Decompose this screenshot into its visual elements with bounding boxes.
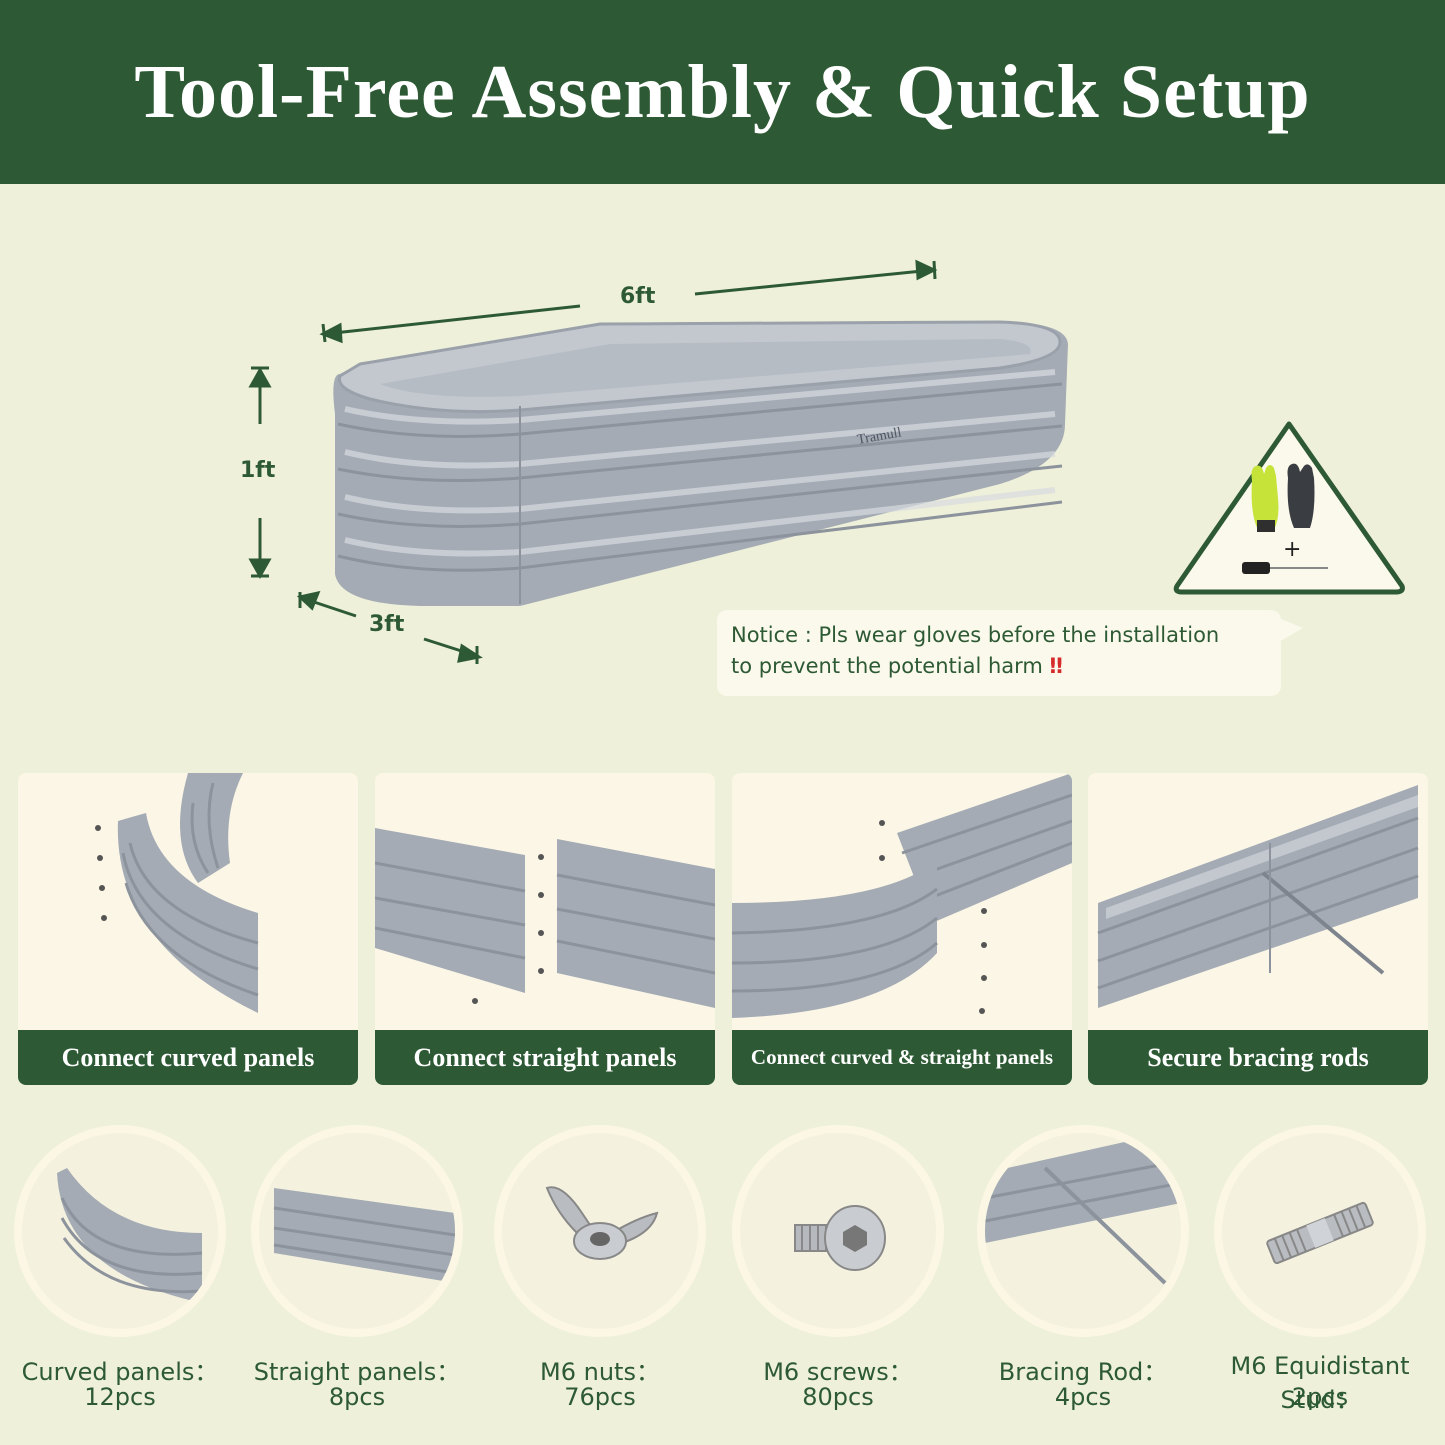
step-label: Connect curved panels [18,1030,358,1085]
step-connect-curved-straight: Connect curved & straight panels [732,773,1072,1085]
part-m6-equidistant-stud: M6 Equidistant Stud： 2pcs [1200,1125,1440,1425]
part-m6-nuts: M6 nuts： 76pcs [480,1125,720,1425]
part-name: M6 Equidistant Stud： [1230,1352,1410,1414]
part-quantity: 76pcs [564,1383,636,1411]
part-quantity: 8pcs [328,1383,386,1411]
part-name: M6 screws： [763,1358,913,1386]
part-quantity: 80pcs [802,1383,874,1411]
step-secure-bracing: Secure bracing rods [1088,773,1428,1085]
straight-panel-icon [273,1188,455,1283]
threaded-stud-icon [1266,1201,1374,1265]
wing-nut-icon [545,1186,659,1260]
page-title: Tool-Free Assembly & Quick Setup [134,49,1311,134]
warning-emphasis-icon: ‼ [1049,654,1063,678]
dimension-arrows [248,259,938,664]
part-image [1214,1125,1426,1337]
step-label: Secure bracing rods [1088,1030,1428,1085]
part-image [14,1125,226,1337]
part-straight-panels: Straight panels： 8pcs [237,1125,477,1425]
header-banner: Tool-Free Assembly & Quick Setup [0,0,1445,184]
part-name: Straight panels： [253,1358,461,1386]
part-quantity: 12pcs [84,1383,156,1411]
garden-bed-illustration: Tramull [248,259,1068,664]
screw-icon [794,1205,886,1271]
parts-list: Curved panels： 12pcs Straight panels： 8p… [0,1125,1445,1425]
straight-panel-step-illustration [375,828,715,1008]
safety-notice: Notice : Pls wear gloves before the inst… [717,610,1303,696]
curved-panel-icon [57,1168,203,1303]
part-m6-screws: M6 screws： 80pcs [718,1125,958,1425]
screwdriver-icon [1242,562,1328,574]
step-connect-curved: Connect curved panels [18,773,358,1085]
assembly-steps: Connect curved panels Connect straight p… [18,773,1428,1085]
curved-panel-step-illustration [95,773,259,1013]
raised-bed-body: Tramull [333,320,1068,606]
height-label: 1ft [240,458,276,483]
length-label: 6ft [620,284,656,309]
bracing-rod-step-illustration [1097,785,1419,1008]
svg-text:+: + [1283,537,1301,562]
part-name: Bracing Rod： [998,1358,1168,1386]
width-label: 3ft [369,612,405,637]
part-image [251,1125,463,1337]
part-bracing-rod: Bracing Rod： 4pcs [963,1125,1203,1425]
part-name: M6 nuts： [540,1358,660,1386]
notice-line-1: Notice : Pls wear gloves before the inst… [731,623,1220,647]
part-quantity: 2pcs [1291,1383,1349,1411]
part-image [494,1125,706,1337]
part-image [977,1125,1189,1337]
part-name: Curved panels： [21,1358,219,1386]
bracing-rod-icon [985,1133,1181,1285]
step-label: Connect curved & straight panels [732,1030,1072,1085]
curved-straight-step-illustration [732,773,1072,1018]
speech-bubble-tail [1279,618,1303,642]
notice-line-2: to prevent the potential harm ‼ [731,654,1063,678]
part-quantity: 4pcs [1054,1383,1112,1411]
safety-warning-sign: + [1170,418,1408,596]
part-curved-panels: Curved panels： 12pcs [0,1125,240,1425]
product-hero: Tramull 6ft 1ft 3ft [0,184,1445,744]
gloves-icon [1251,463,1315,532]
step-connect-straight: Connect straight panels [375,773,715,1085]
part-image [732,1125,944,1337]
step-label: Connect straight panels [375,1030,715,1085]
